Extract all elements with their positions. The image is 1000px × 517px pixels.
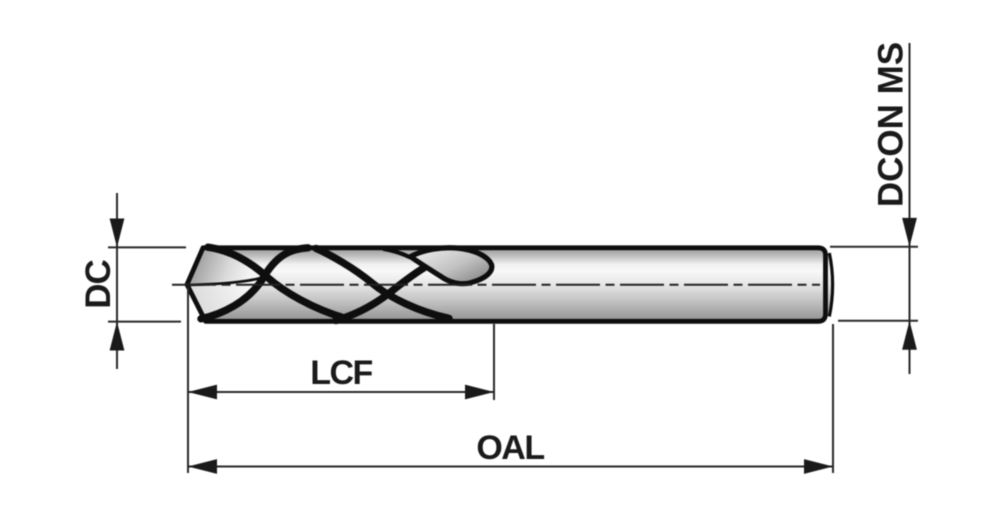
svg-text:OAL: OAL <box>476 429 544 467</box>
svg-text:DCON MS: DCON MS <box>872 42 911 207</box>
svg-text:DC: DC <box>79 260 118 309</box>
svg-text:LCF: LCF <box>310 354 372 392</box>
